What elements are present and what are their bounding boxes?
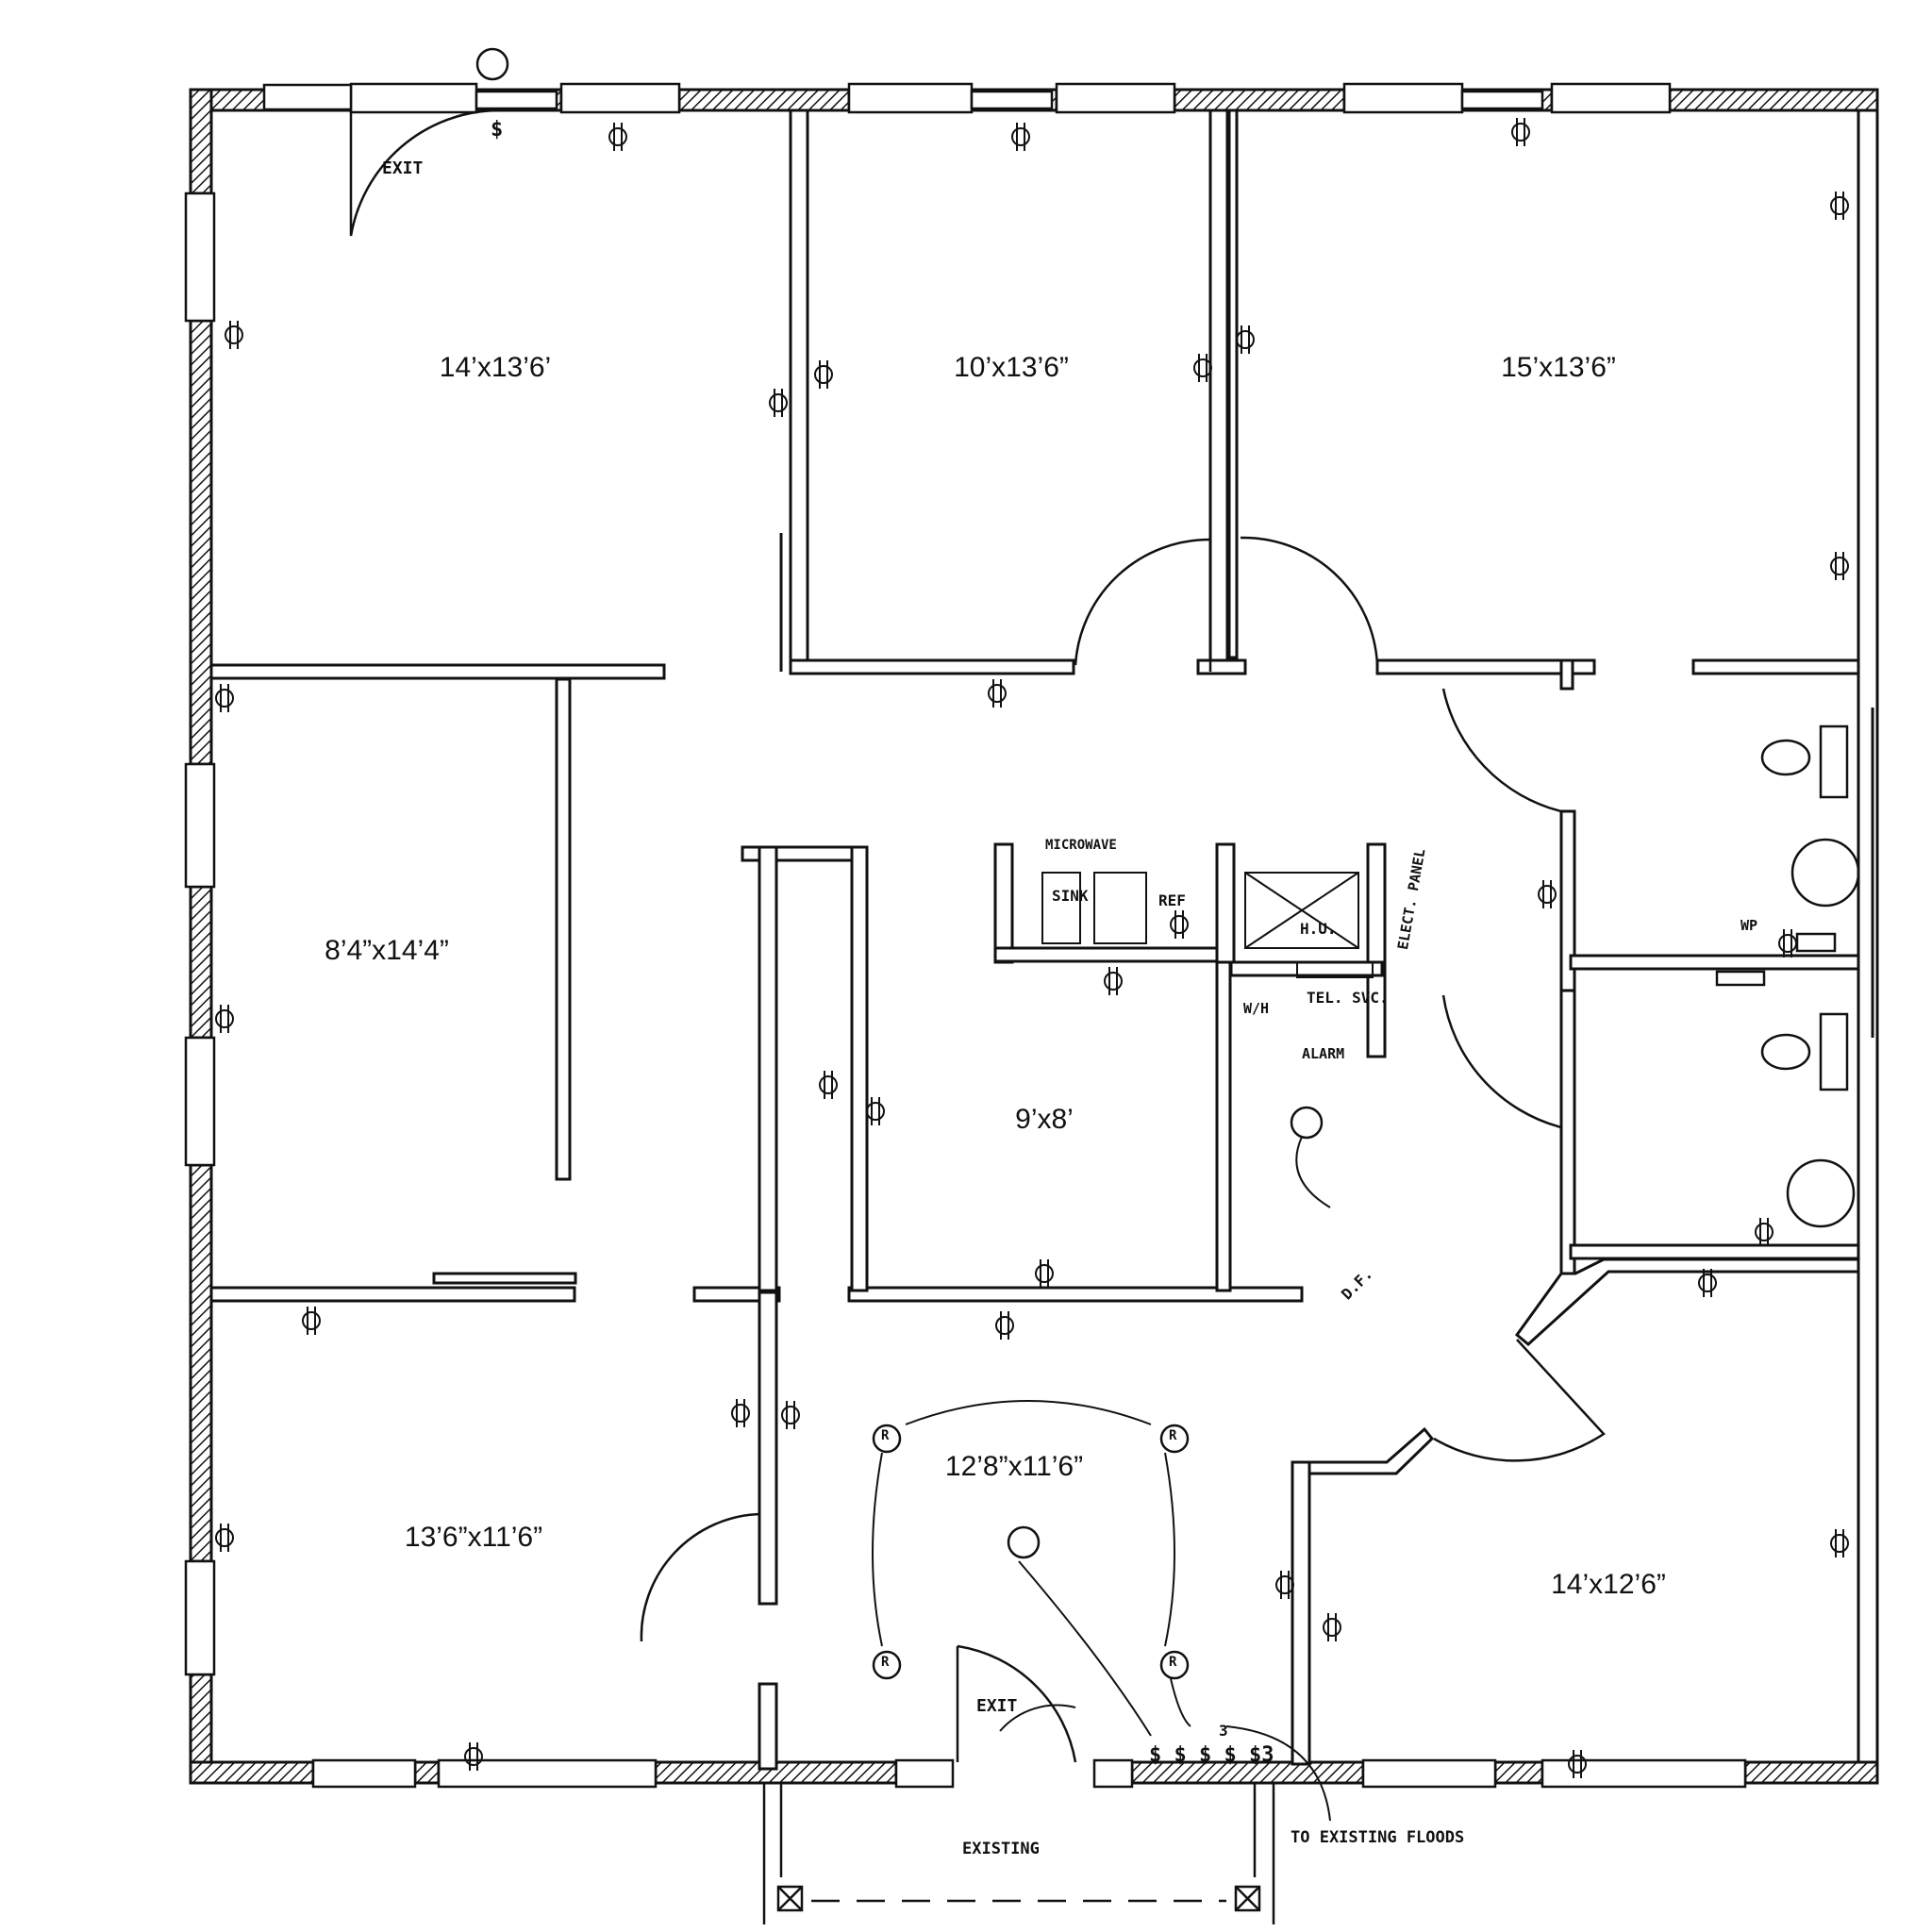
switch-nw: $ bbox=[491, 118, 504, 142]
duplex-outlet-icon bbox=[608, 123, 627, 151]
room-ne-office-dimensions: 15’x13’6” bbox=[1501, 352, 1616, 383]
duplex-outlet-icon bbox=[988, 679, 1007, 708]
windows bbox=[184, 82, 1747, 1789]
recessed-r-1: R bbox=[881, 1428, 890, 1443]
room-center-office-dimensions: 9’x8’ bbox=[1015, 1104, 1074, 1135]
duplex-outlet-icon bbox=[1275, 1571, 1294, 1599]
duplex-outlet-icon bbox=[1568, 1750, 1587, 1778]
exit-sign-top: EXIT bbox=[382, 158, 424, 178]
duplex-outlet-icon bbox=[731, 1399, 750, 1427]
room-n-office-dimensions: 10’x13’6” bbox=[954, 352, 1069, 383]
to-existing-floods-label: TO EXISTING FLOODS bbox=[1291, 1828, 1465, 1847]
duplex-outlet-icon bbox=[1011, 123, 1030, 151]
outlets bbox=[215, 118, 1849, 1778]
water-heater-label: W/H bbox=[1243, 1000, 1270, 1017]
duplex-outlet-icon bbox=[464, 1742, 483, 1771]
duplex-outlet-icon bbox=[1035, 1259, 1054, 1288]
duplex-outlet-icon bbox=[215, 1005, 234, 1033]
duplex-outlet-icon bbox=[215, 684, 234, 712]
duplex-outlet-icon bbox=[1104, 967, 1123, 995]
room-se-office-dimensions: 14’x12’6” bbox=[1551, 1569, 1666, 1600]
hu-label: H.U. bbox=[1300, 920, 1337, 938]
duplex-outlet-icon bbox=[1511, 118, 1530, 146]
duplex-outlet-icon bbox=[215, 1524, 234, 1552]
existing-label: EXISTING bbox=[962, 1840, 1040, 1858]
duplex-outlet-icon bbox=[1236, 325, 1255, 354]
room-sw-office-dimensions: 13’6”x11’6” bbox=[404, 1522, 543, 1553]
wp-label: WP bbox=[1740, 917, 1758, 934]
duplex-outlet-icon bbox=[769, 389, 788, 417]
tel-svc-label: TEL. SVC. bbox=[1307, 989, 1389, 1007]
duplex-outlet-icon bbox=[1170, 910, 1189, 939]
right-wall bbox=[1857, 90, 1879, 1783]
duplex-outlet-icon bbox=[1323, 1613, 1341, 1641]
kitchen-fixtures bbox=[1041, 872, 1374, 978]
duplex-outlet-icon bbox=[1193, 354, 1212, 382]
duplex-outlet-icon bbox=[1698, 1269, 1717, 1297]
interior-walls bbox=[209, 108, 1860, 1771]
duplex-outlet-icon bbox=[302, 1307, 321, 1335]
recessed-lights bbox=[475, 47, 1324, 1680]
room-w-office-dimensions: 8’4”x14’4” bbox=[325, 935, 449, 966]
alarm-label: ALARM bbox=[1302, 1045, 1345, 1062]
restroom-fixtures bbox=[1715, 724, 1860, 1228]
duplex-outlet-icon bbox=[1830, 552, 1849, 580]
doors bbox=[262, 83, 1606, 1763]
duplex-outlet-icon bbox=[1830, 192, 1849, 220]
ref-label: REF bbox=[1158, 891, 1186, 909]
duplex-outlet-icon bbox=[1755, 1218, 1774, 1246]
duplex-outlet-icon bbox=[781, 1401, 800, 1429]
room-lobby-dimensions: 12’8”x11’6” bbox=[944, 1451, 1084, 1482]
duplex-outlet-icon bbox=[814, 360, 833, 389]
sink-label: SINK bbox=[1052, 887, 1089, 905]
duplex-outlet-icon bbox=[225, 321, 243, 349]
wiring bbox=[872, 1136, 1331, 1822]
recessed-r-4: R bbox=[1169, 1655, 1177, 1670]
duplex-outlet-icon bbox=[1778, 929, 1797, 958]
room-nw-office-dimensions: 14’x13’6’ bbox=[439, 352, 552, 383]
duplex-outlet-icon bbox=[1830, 1529, 1849, 1557]
entry-porch bbox=[762, 1783, 1275, 1924]
recessed-r-3: R bbox=[881, 1655, 890, 1670]
duplex-outlet-icon bbox=[866, 1097, 885, 1125]
exterior-walls bbox=[189, 88, 1879, 1785]
duplex-outlet-icon bbox=[995, 1311, 1014, 1340]
duplex-outlet-icon bbox=[819, 1071, 838, 1099]
three-way-label: 3 bbox=[1219, 1722, 1228, 1740]
exit-sign-bottom: EXIT bbox=[976, 1696, 1018, 1716]
switch-bank-lobby: $ $ $ $ $3 bbox=[1149, 1743, 1274, 1767]
recessed-r-2: R bbox=[1169, 1428, 1177, 1443]
microwave-label: MICROWAVE bbox=[1045, 838, 1117, 853]
duplex-outlet-icon bbox=[1538, 880, 1557, 908]
